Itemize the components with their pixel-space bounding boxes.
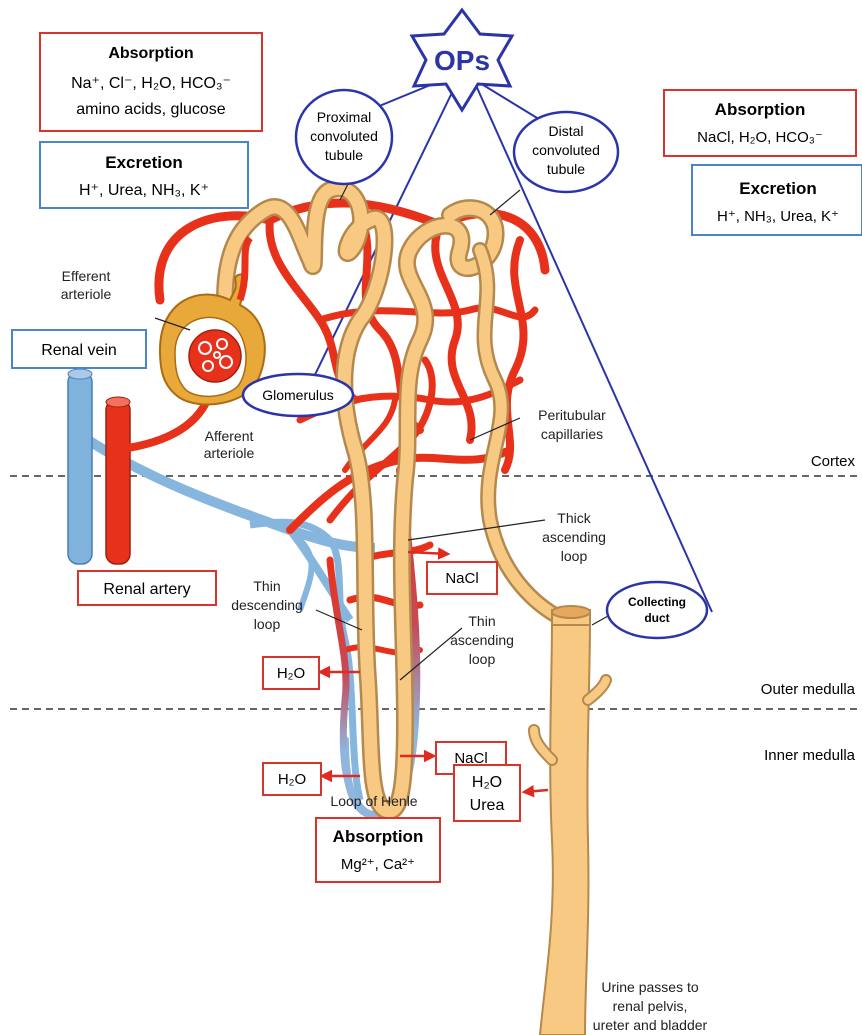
thick-ascending-label-line1: Thick bbox=[557, 510, 591, 526]
svg-text:convoluted: convoluted bbox=[310, 128, 378, 144]
thick-ascending-label-line2: ascending bbox=[542, 529, 606, 545]
outer-medulla-label: Outer medulla bbox=[761, 681, 856, 698]
nephron-tubule bbox=[225, 188, 555, 811]
efferent-label-line1: Efferent bbox=[62, 268, 111, 284]
absorption-left-box: Absorption Na⁺, Cl⁻, H₂O, HCO₃⁻ amino ac… bbox=[40, 33, 262, 131]
h2o-lower-box: H₂O bbox=[263, 763, 321, 795]
thin-descending-label-line2: descending bbox=[231, 597, 303, 613]
svg-text:Absorption: Absorption bbox=[333, 827, 424, 846]
peritubular-label-line1: Peritubular bbox=[538, 407, 606, 423]
zone-boundaries: Cortex Outer medulla Inner medulla bbox=[10, 453, 862, 764]
svg-text:Na⁺, Cl⁻, H₂O, HCO₃⁻: Na⁺, Cl⁻, H₂O, HCO₃⁻ bbox=[71, 75, 231, 92]
svg-text:convoluted: convoluted bbox=[532, 142, 600, 158]
efferent-label-line2: arteriole bbox=[61, 286, 112, 302]
svg-text:amino acids, glucose: amino acids, glucose bbox=[76, 101, 226, 118]
excretion-right-box: Excretion H⁺, NH₃, Urea, K⁺ bbox=[692, 165, 862, 235]
bowmans-capsule bbox=[160, 238, 265, 404]
svg-text:H⁺, Urea, NH₃, K⁺: H⁺, Urea, NH₃, K⁺ bbox=[79, 182, 209, 199]
thin-descending-label-line1: Thin bbox=[253, 578, 280, 594]
renal-vein-box: Renal vein bbox=[12, 330, 146, 368]
svg-text:Excretion: Excretion bbox=[105, 153, 182, 172]
svg-text:Mg²⁺, Ca²⁺: Mg²⁺, Ca²⁺ bbox=[341, 856, 415, 873]
nacl-upper-box: NaCl bbox=[427, 562, 497, 594]
urine-label-line1: Urine passes to bbox=[601, 979, 698, 995]
h2o-urea-box: H₂O Urea bbox=[454, 765, 520, 821]
svg-text:Glomerulus: Glomerulus bbox=[262, 387, 334, 403]
cortex-label: Cortex bbox=[811, 453, 856, 470]
svg-text:tubule: tubule bbox=[547, 161, 585, 177]
loop-of-henle-label: Loop of Henle bbox=[330, 793, 417, 809]
svg-text:Renal vein: Renal vein bbox=[41, 342, 117, 359]
svg-text:NaCl, H₂O, HCO₃⁻: NaCl, H₂O, HCO₃⁻ bbox=[697, 129, 823, 146]
svg-text:Collecting: Collecting bbox=[628, 595, 686, 609]
svg-text:duct: duct bbox=[644, 611, 669, 625]
thin-ascending-label-line2: ascending bbox=[450, 632, 514, 648]
afferent-label-line2: arteriole bbox=[204, 445, 255, 461]
inner-medulla-label: Inner medulla bbox=[764, 747, 856, 764]
absorption-right-box: Absorption NaCl, H₂O, HCO₃⁻ bbox=[664, 90, 856, 156]
svg-text:NaCl: NaCl bbox=[445, 570, 478, 587]
urine-label-line3: ureter and bladder bbox=[593, 1017, 708, 1033]
ops-label: OPs bbox=[434, 45, 490, 76]
h2o-upper-box: H₂O bbox=[263, 657, 319, 689]
svg-text:Absorption: Absorption bbox=[715, 100, 806, 119]
excretion-left-box: Excretion H⁺, Urea, NH₃, K⁺ bbox=[40, 142, 248, 208]
glomerulus-oval: Glomerulus bbox=[243, 374, 353, 416]
h2o-urea-arrow bbox=[524, 790, 548, 792]
svg-text:H₂O: H₂O bbox=[472, 774, 502, 791]
distal-tubule-oval: Distal convoluted tubule bbox=[514, 112, 618, 192]
renal-vein-vessel bbox=[68, 372, 92, 564]
proximal-tubule-oval: Proximal convoluted tubule bbox=[296, 90, 392, 184]
svg-text:H⁺, NH₃, Urea, K⁺: H⁺, NH₃, Urea, K⁺ bbox=[717, 208, 839, 225]
svg-text:tubule: tubule bbox=[325, 147, 363, 163]
renal-artery-box: Renal artery bbox=[78, 571, 216, 605]
thin-ascending-label-line1: Thin bbox=[468, 613, 495, 629]
svg-text:Absorption: Absorption bbox=[108, 45, 193, 62]
svg-text:H₂O: H₂O bbox=[277, 665, 305, 682]
renal-artery-vessel bbox=[106, 400, 130, 564]
svg-text:Distal: Distal bbox=[548, 123, 583, 139]
svg-text:Renal artery: Renal artery bbox=[103, 581, 190, 598]
urine-label-line2: renal pelvis, bbox=[613, 998, 688, 1014]
peritubular-label-line2: capillaries bbox=[541, 426, 603, 442]
afferent-label-line1: Afferent bbox=[205, 428, 254, 444]
thin-descending-label-line3: loop bbox=[254, 616, 281, 632]
svg-text:H₂O: H₂O bbox=[278, 771, 306, 788]
collecting-duct-vessel bbox=[534, 606, 606, 1035]
thick-ascending-label-line3: loop bbox=[561, 548, 588, 564]
ops-star-badge: OPs bbox=[412, 10, 512, 110]
svg-text:Urea: Urea bbox=[470, 797, 505, 814]
collecting-duct-oval: Collecting duct bbox=[607, 582, 707, 638]
thin-ascending-label-line3: loop bbox=[469, 651, 496, 667]
svg-text:Excretion: Excretion bbox=[739, 179, 816, 198]
svg-text:Proximal: Proximal bbox=[317, 109, 371, 125]
absorption-bottom-box: Absorption Mg²⁺, Ca²⁺ bbox=[316, 818, 440, 882]
